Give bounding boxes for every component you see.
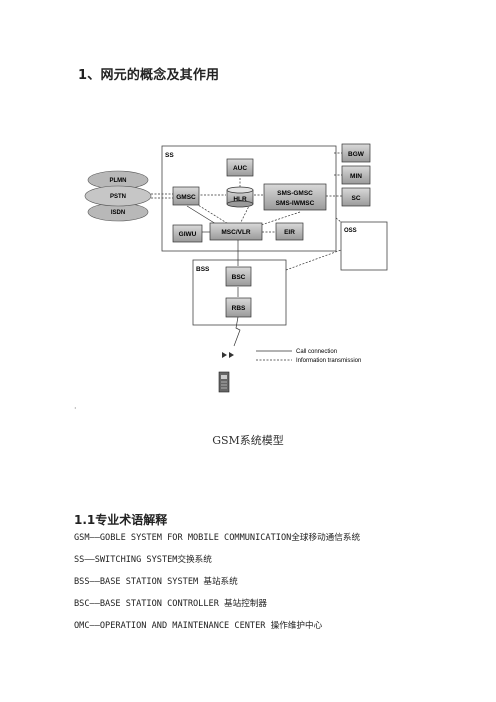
svg-text:BGW: BGW [348,151,365,158]
term-item: OMC——OPERATION AND MAINTENANCE CENTER 操作… [74,621,323,631]
pstn-label: PSTN [110,194,126,200]
subsection-title: 1.1专业术语解释 [74,513,168,527]
stray-dot: · [74,404,77,413]
rbs-node: RBS [225,297,252,318]
term-item: BSC——BASE STATION CONTROLLER 基站控制器 [74,599,268,609]
svg-text:GIWU: GIWU [179,231,197,238]
svg-text:MSC/VLR: MSC/VLR [221,229,251,236]
svg-text:MIN: MIN [350,173,362,180]
section-heading: 1、网元的概念及其作用 [78,68,220,83]
msc-vlr-node: MSC/VLR [209,222,263,241]
ss-label: SS [165,152,174,159]
gmsc-node: GMSC [172,186,200,206]
hlr-node: HLR [226,186,254,208]
antenna-icon [222,352,234,358]
legend-info: Information transmission [296,358,361,364]
bsc-node: BSC [225,266,252,287]
diagram-legend: Call connection Information transmission [256,349,361,364]
figure-caption: GSM系统模型 [212,434,284,447]
mobile-phone-icon [218,371,230,393]
oss-label: OSS [344,228,357,234]
svg-text:SMS-GMSC: SMS-GMSC [277,190,313,197]
svg-text:SC: SC [351,195,360,202]
svg-text:RBS: RBS [232,305,246,312]
ss-frame [161,145,337,252]
oss-frame [340,221,388,271]
svg-text:SMS-IWMSC: SMS-IWMSC [276,200,315,207]
bss-label: BSS [196,266,210,273]
svg-text:GMSC: GMSC [176,194,196,201]
min-node: MIN [341,165,371,185]
isdn-label: ISDN [111,210,125,216]
bss-frame [192,259,287,326]
eir-node: EIR [275,222,304,241]
svg-text:EIR: EIR [284,229,295,236]
pstn-ellipse [84,185,152,207]
term-item: SS——SWITCHING SYSTEM交换系统 [74,555,212,565]
svg-text:BSC: BSC [232,274,246,281]
term-list: GSM——GOBLE SYSTEM FOR MOBILE COMMUNICATI… [74,532,360,642]
svg-text:HLR: HLR [233,196,247,203]
plmn-label: PLMN [110,178,127,184]
sms-gmsc-node: SMS-GMSC SMS-IWMSC [263,183,327,211]
term-item: GSM——GOBLE SYSTEM FOR MOBILE COMMUNICATI… [74,533,361,543]
auc-node: AUC [226,158,254,177]
svg-text:AUC: AUC [233,165,247,172]
bgw-node: BGW [341,143,371,163]
legend-call: Call connection [296,349,337,355]
term-item: BSS——BASE STATION SYSTEM 基站系统 [74,577,238,587]
giwu-node: GIWU [172,224,203,243]
sc-node: SC [341,187,371,207]
